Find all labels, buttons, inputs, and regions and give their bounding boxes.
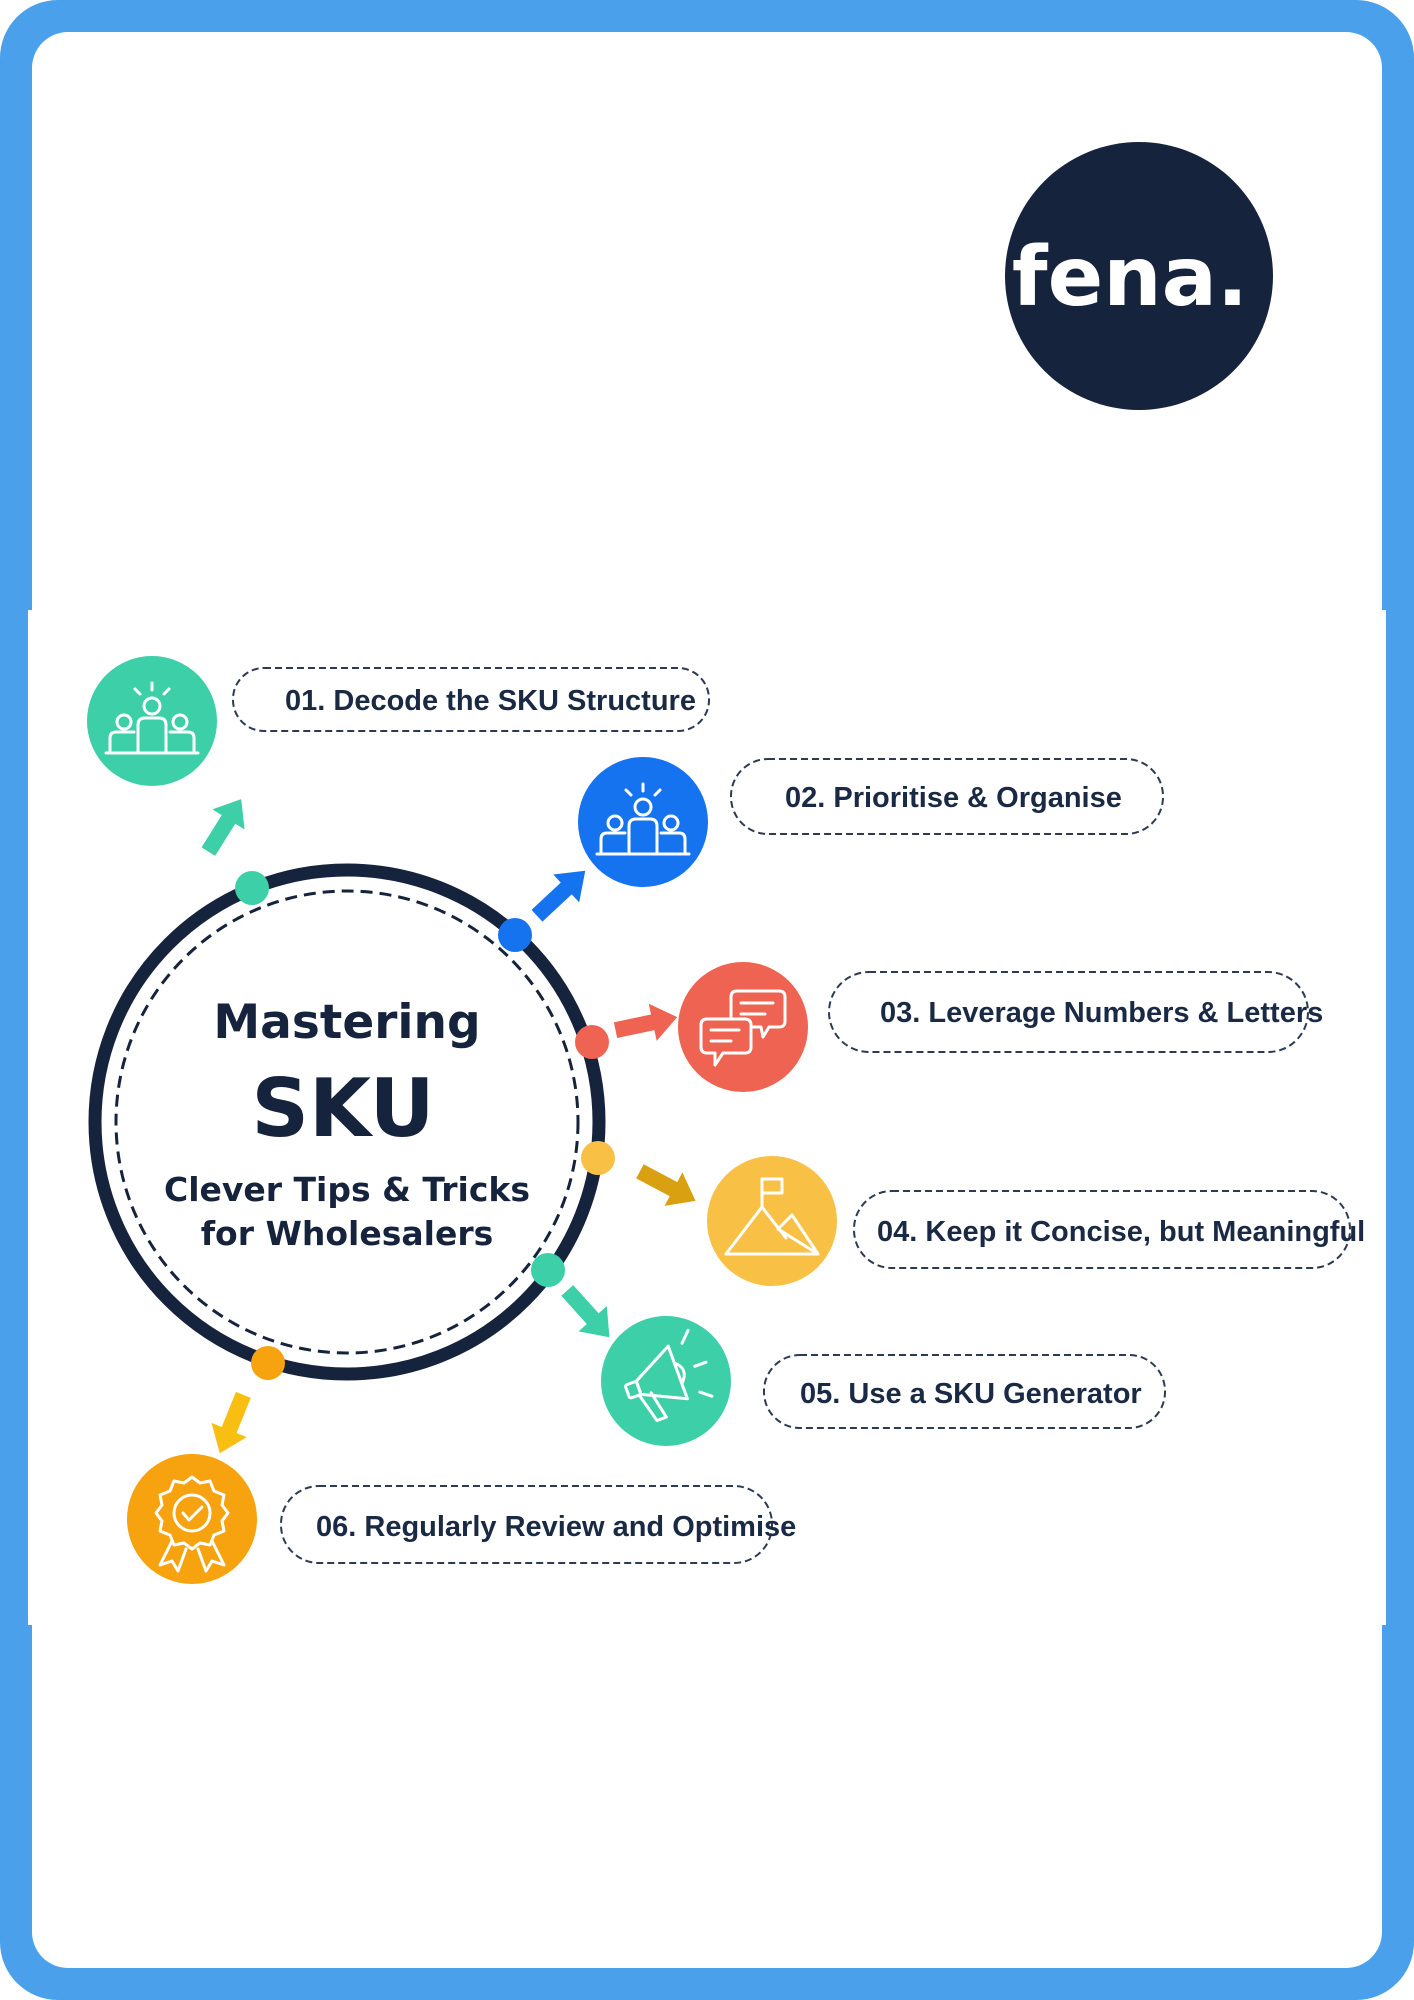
arrow-3 xyxy=(613,1003,678,1041)
tip-5-label: 05. Use a SKU Generator xyxy=(800,1378,1142,1410)
tip-6-label: 06. Regularly Review and Optimise xyxy=(316,1511,796,1543)
tip-3-pill xyxy=(828,971,1309,1053)
arrow-4 xyxy=(636,1164,696,1206)
logo-circle xyxy=(1005,142,1273,410)
arrow-1 xyxy=(201,799,245,856)
tip-2-icon-circle xyxy=(578,757,708,887)
team-icon xyxy=(104,681,200,755)
hub-dashed-ring xyxy=(114,889,580,1355)
image-strip-right-edge xyxy=(1382,610,1386,1625)
arrow-6 xyxy=(211,1391,251,1454)
mountain-flag-icon xyxy=(724,1177,820,1256)
tip-1-label: 01. Decode the SKU Structure xyxy=(285,685,696,717)
tip-1-icon-circle xyxy=(87,656,217,786)
connector-dot-1 xyxy=(235,871,269,905)
team-icon xyxy=(595,782,691,856)
tip-1-pill xyxy=(232,667,710,732)
fena-logo: fena. xyxy=(1005,142,1273,410)
connector-dot-5 xyxy=(531,1253,565,1287)
tip-2-label: 02. Prioritise & Organise xyxy=(785,782,1122,814)
tip-4-label: 04. Keep it Concise, but Meaningful xyxy=(877,1216,1365,1248)
connector-dot-3 xyxy=(575,1025,609,1059)
connector-dot-6 xyxy=(251,1346,285,1380)
connector-dot-4 xyxy=(581,1141,615,1175)
tip-item-6: 06. Regularly Review and Optimise xyxy=(127,1454,796,1584)
hub-title-mastering: Mastering xyxy=(213,995,480,1050)
tip-3-label: 03. Leverage Numbers & Letters xyxy=(880,997,1323,1029)
connector-dot-2 xyxy=(498,918,532,952)
tip-2-pill xyxy=(730,758,1164,835)
tip-item-1: 01. Decode the SKU Structure xyxy=(87,656,710,786)
tip-item-5: 05. Use a SKU Generator xyxy=(601,1316,1166,1446)
hub-subtitle-line1: Clever Tips & Tricks xyxy=(164,1170,530,1209)
arrow-2 xyxy=(531,870,586,922)
tip-4-pill xyxy=(853,1190,1351,1269)
tip-item-3: 03. Leverage Numbers & Letters xyxy=(678,962,1323,1092)
arrow-5 xyxy=(561,1285,610,1338)
tip-6-pill xyxy=(280,1485,773,1564)
tip-5-icon-circle xyxy=(601,1316,731,1446)
tip-item-2: 02. Prioritise & Organise xyxy=(578,757,1164,887)
tip-5-pill xyxy=(763,1354,1166,1429)
tip-item-4: 04. Keep it Concise, but Meaningful xyxy=(707,1156,1365,1286)
hub-outer-ring xyxy=(88,863,606,1381)
chat-bubbles-icon xyxy=(699,989,787,1067)
hub-title-sku: SKU xyxy=(251,1062,434,1155)
logo-text: fena. xyxy=(1012,230,1248,325)
central-hub: Mastering SKU Clever Tips & Tricks for W… xyxy=(88,863,606,1381)
award-badge-icon xyxy=(154,1475,230,1573)
megaphone-icon xyxy=(624,1328,714,1422)
hub-subtitle-line2: for Wholesalers xyxy=(201,1214,494,1253)
image-strip-left-edge xyxy=(28,610,32,1625)
